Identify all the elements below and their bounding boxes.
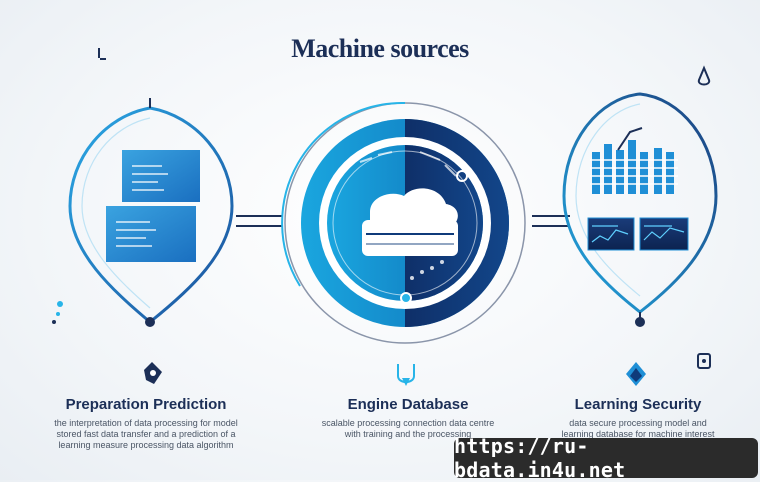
column-desc-line: scalable processing connection data cent… [321, 418, 495, 428]
database-icon [362, 188, 458, 256]
right-diamond-icon [626, 362, 646, 386]
column-desc-center: scalable processing connection data cent… [298, 418, 518, 440]
column-desc-line: learning measure processing data algorit… [58, 440, 234, 450]
page-title: Machine sources [291, 34, 469, 63]
left-tag-icon [144, 362, 162, 384]
connector-right [532, 215, 570, 227]
left-decor-dots [52, 48, 106, 324]
column-desc-line: the interpretation of data processing fo… [54, 418, 238, 428]
column-title-left: Preparation Prediction [65, 396, 227, 413]
dashboard-screens-icon [587, 217, 689, 251]
right-pin-frame [562, 92, 718, 327]
left-pin-frame [68, 98, 234, 327]
column-desc-line: with training and the processing [344, 429, 472, 439]
column-title-center: Engine Database [347, 396, 469, 413]
column-desc-line: data secure processing model and [569, 418, 707, 428]
server-rack-icon [106, 150, 200, 262]
right-decor [697, 65, 711, 369]
watermark-url: https://ru-bdata.in4u.net [454, 434, 758, 482]
center-down-arrow-icon [397, 364, 415, 386]
column-desc-left: the interpretation of data processing fo… [36, 418, 256, 451]
bar-chart-icon [590, 127, 678, 194]
column-desc-line: stored fast data transfer and a predicti… [56, 429, 236, 439]
column-title-right: Learning Security [574, 396, 702, 413]
column-desc-line: learning database for machine interest [561, 429, 715, 439]
connector-left [236, 215, 282, 227]
column-desc-right: data secure processing model and learnin… [528, 418, 748, 440]
